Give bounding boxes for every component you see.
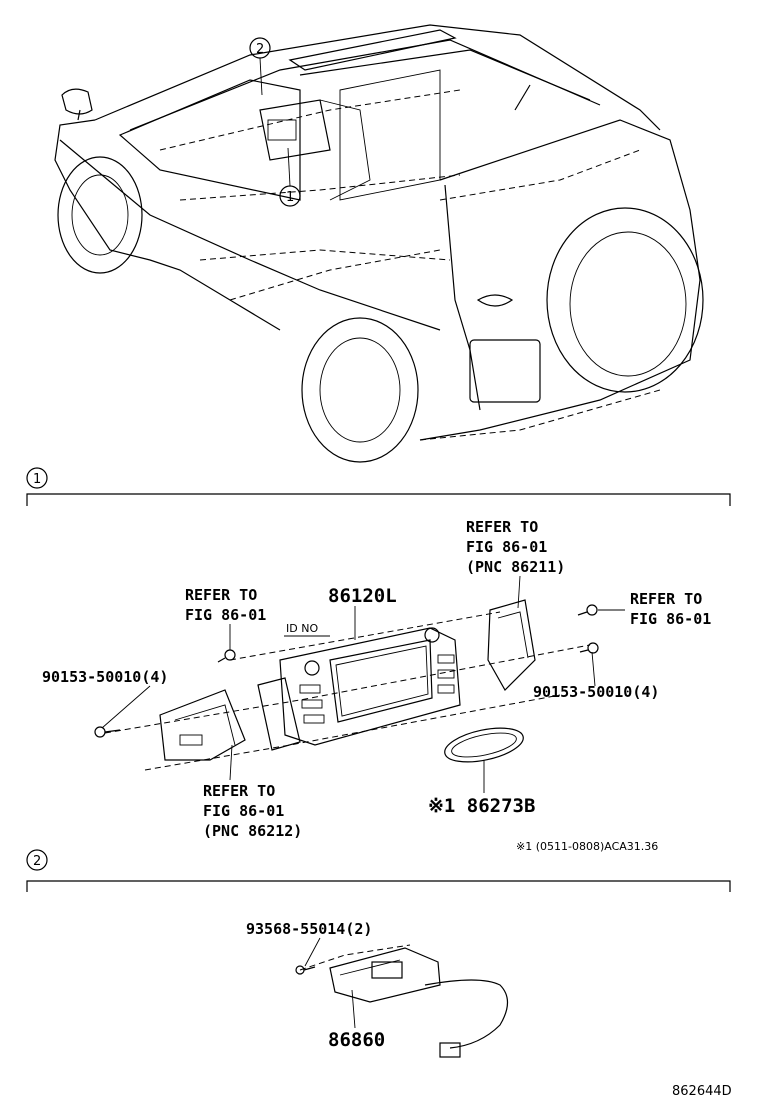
unit-part-number: 86860: [328, 1029, 385, 1051]
module-unit: [329, 947, 509, 1058]
refer-bottom-3: (PNC 86212): [203, 822, 302, 840]
refer-top-right-3: (PNC 86211): [466, 558, 565, 576]
bolt-left-upper-icon: [217, 649, 236, 663]
screw-part-number: 93568-55014(2): [246, 920, 372, 938]
bolt-left-icon: [94, 726, 121, 738]
id-no-label: ID NO: [286, 622, 318, 635]
callout-1: 1: [286, 190, 294, 205]
applicability-note: ※1 (0511-0808)ACA31.36: [516, 840, 658, 853]
section-1: 1 REFER TO FIG 86-01 (PNC 86211) REFER T…: [26, 467, 731, 853]
bolt-right-part: 90153-50010(4): [533, 683, 659, 701]
figure-id: 862644D: [672, 1084, 732, 1099]
refer-right-2: FIG 86-01: [630, 610, 711, 628]
refer-top-right-1: REFER TO: [466, 518, 538, 536]
ring-part-number: ※1 86273B: [428, 795, 535, 817]
refer-left-2: FIG 86-01: [185, 606, 266, 624]
vehicle-illustration: 2 1: [54, 24, 704, 463]
refer-bottom-1: REFER TO: [203, 782, 275, 800]
section-2: 2 93568-55014(2) 86860: [26, 849, 731, 1058]
refer-bottom-2: FIG 86-01: [203, 802, 284, 820]
callout-2: 2: [256, 42, 264, 57]
bolt-right-upper-icon: [577, 604, 598, 616]
bolt-left-part: 90153-50010(4): [42, 668, 168, 686]
screw-icon: [295, 965, 316, 975]
section-1-marker: 1: [33, 472, 41, 487]
bolt-right-icon: [579, 642, 599, 654]
ring-part: [444, 727, 524, 763]
refer-left-1: REFER TO: [185, 586, 257, 604]
refer-right-1: REFER TO: [630, 590, 702, 608]
refer-top-right-2: FIG 86-01: [466, 538, 547, 556]
radio-head-unit: [257, 627, 461, 751]
section-2-marker: 2: [33, 854, 41, 869]
main-part-number: 86120L: [328, 585, 397, 607]
